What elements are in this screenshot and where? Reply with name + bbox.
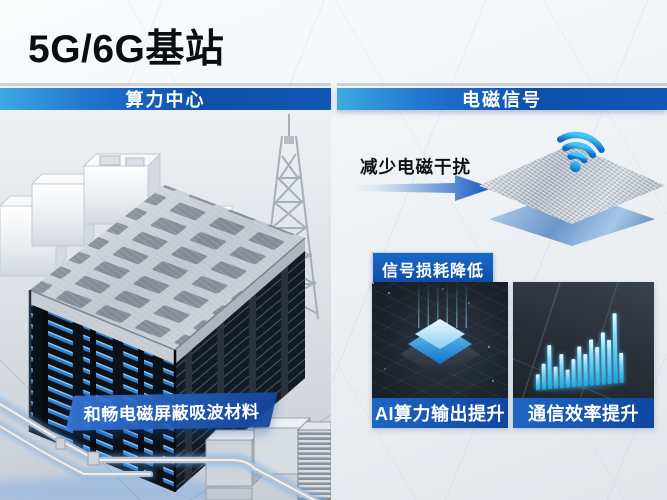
server-room-scene: 和畅电磁屏蔽吸波材料	[0, 110, 331, 500]
signal-loss-badge: 信号损耗降低	[372, 252, 495, 286]
reduce-interference-label: 减少电磁干扰	[360, 157, 471, 177]
server-rack-cluster	[0, 185, 306, 500]
shield-material-caption: 和畅电磁屏蔽吸波材料	[65, 392, 278, 431]
efficiency-bar	[541, 363, 546, 390]
em-signal-banner-label: 电磁信号	[462, 90, 542, 110]
benefit-cards: AI算力输出提升 通信效率提升	[372, 282, 654, 428]
ai-output-label: AI算力输出提升	[372, 398, 508, 428]
efficiency-bar	[583, 353, 588, 387]
em-signal-panel: 减少电磁干扰	[337, 110, 667, 500]
efficiency-bar	[606, 339, 612, 385]
comm-efficiency-card: 通信效率提升	[513, 282, 654, 428]
page-title: 5G/6G基站	[28, 28, 225, 71]
flow-arrow-icon	[347, 175, 493, 201]
circuit-dots	[372, 282, 374, 284]
ai-chip-card: AI算力输出提升	[372, 282, 508, 428]
comm-efficiency-label: 通信效率提升	[513, 398, 654, 428]
efficiency-bar	[553, 366, 558, 389]
shield-material-caption-label: 和畅电磁屏蔽吸波材料	[83, 402, 260, 425]
computing-center-banner: 算力中心	[0, 86, 331, 110]
em-signal-banner: 电磁信号	[337, 86, 667, 110]
efficiency-bar	[619, 352, 624, 384]
efficiency-bar	[547, 345, 552, 390]
efficiency-bar	[571, 358, 576, 388]
glowing-pipes	[0, 397, 324, 500]
efficiency-bar	[559, 353, 564, 389]
efficiency-bar	[612, 313, 618, 384]
efficiency-bars	[534, 286, 635, 391]
wifi-signal-icon	[556, 131, 605, 172]
efficiency-bar	[595, 346, 600, 386]
efficiency-bar	[600, 332, 606, 385]
computing-center-banner-label: 算力中心	[125, 90, 206, 110]
efficiency-bar	[589, 339, 594, 386]
server-room-illustration	[0, 110, 331, 500]
efficiency-bar	[577, 346, 582, 387]
efficiency-bar	[535, 374, 540, 391]
efficiency-bar	[565, 369, 570, 388]
